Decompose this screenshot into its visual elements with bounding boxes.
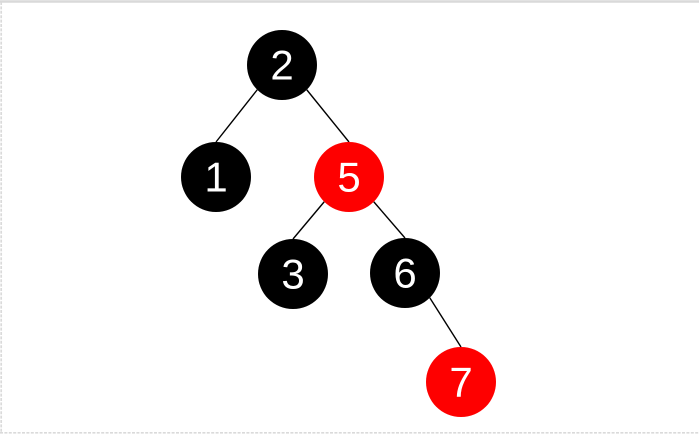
edge-6-7 bbox=[429, 297, 462, 348]
edge-5-6 bbox=[373, 201, 406, 239]
node-1-circle[interactable] bbox=[181, 142, 251, 212]
node-7-circle[interactable] bbox=[426, 347, 496, 417]
edge-2-5 bbox=[306, 89, 350, 143]
tree-node-5[interactable]: 5 bbox=[314, 142, 384, 212]
tree-node-3[interactable]: 3 bbox=[258, 239, 328, 309]
tree-node-2[interactable]: 2 bbox=[247, 30, 317, 100]
node-3-circle[interactable] bbox=[258, 239, 328, 309]
edge-2-1 bbox=[215, 89, 258, 143]
tree-node-7[interactable]: 7 bbox=[426, 347, 496, 417]
node-5-circle[interactable] bbox=[314, 142, 384, 212]
tree-node-6[interactable]: 6 bbox=[370, 238, 440, 308]
tree-edges bbox=[215, 89, 462, 348]
node-2-circle[interactable] bbox=[247, 30, 317, 100]
node-6-circle[interactable] bbox=[370, 238, 440, 308]
edge-5-3 bbox=[292, 201, 325, 240]
tree-node-1[interactable]: 1 bbox=[181, 142, 251, 212]
